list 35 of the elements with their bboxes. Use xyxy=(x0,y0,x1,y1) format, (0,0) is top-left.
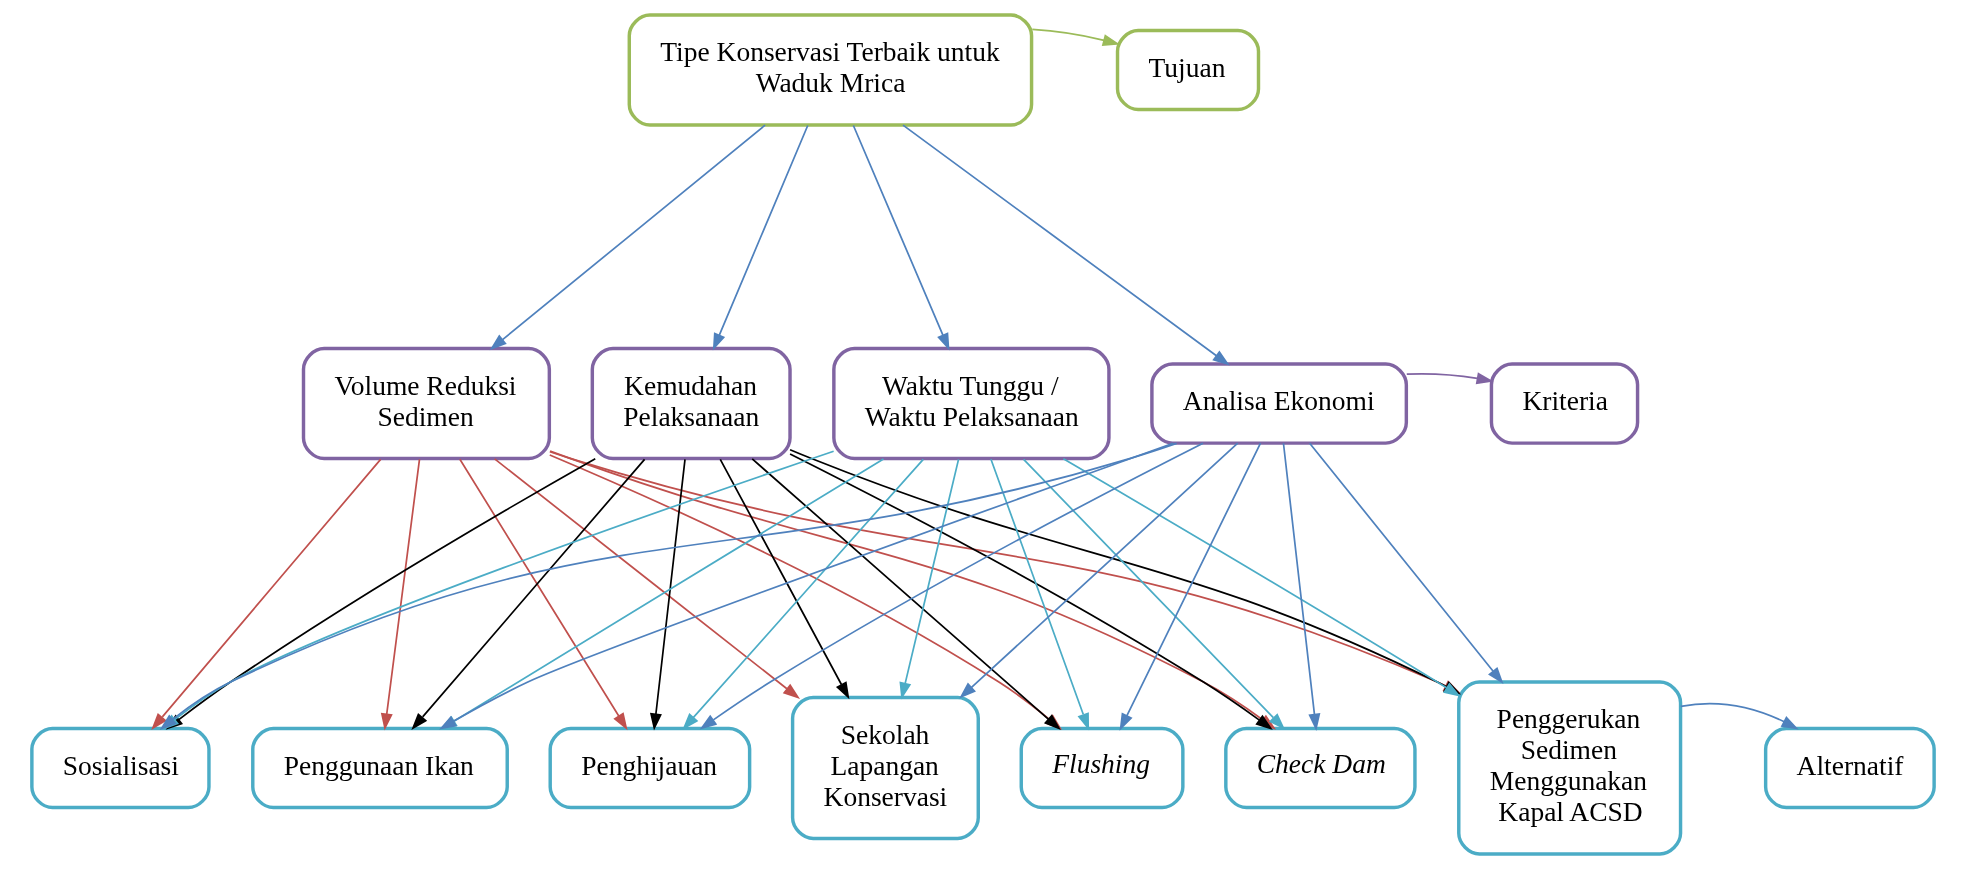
node-box: Flushing xyxy=(1019,726,1185,810)
arrow xyxy=(719,458,850,700)
node-box: Sekolah Lapangan Konservasi xyxy=(790,695,980,841)
arrow xyxy=(852,124,950,351)
arrow xyxy=(380,458,421,731)
arrow xyxy=(1679,702,1799,730)
node-box: Penghijauan xyxy=(548,726,752,810)
node-box: Penggunaan Ikan xyxy=(251,726,509,810)
node-box: Volume Reduksi Sedimen xyxy=(301,346,552,461)
arrow xyxy=(411,458,646,730)
arrow xyxy=(1031,28,1120,46)
arrow xyxy=(493,458,800,700)
node-box: Kriteria xyxy=(1489,362,1640,445)
node-box: Tujuan xyxy=(1115,28,1261,112)
arrow xyxy=(1282,442,1321,731)
arrow xyxy=(1405,372,1494,385)
node-box: Tipe Konservasi Terbaik untuk Waduk Mrica xyxy=(627,13,1034,127)
node-box: Waktu Tunggu / Waktu Pelaksanaan xyxy=(832,346,1111,461)
arrow xyxy=(489,124,766,351)
arrow xyxy=(1119,442,1262,731)
node-box: Alternatif xyxy=(1763,726,1936,810)
arrow xyxy=(439,458,885,730)
arrow xyxy=(459,458,628,731)
arrow xyxy=(899,458,960,700)
arrow xyxy=(712,124,809,351)
node-box: Sosialisasi xyxy=(30,726,211,810)
arrow xyxy=(902,124,1230,366)
node-box: Check Dam xyxy=(1224,726,1417,810)
node-box: Analisa Ekonomi xyxy=(1150,362,1409,445)
node-box: Kemudahan Pelaksanaan xyxy=(590,346,792,461)
arrow xyxy=(682,458,925,730)
arrow xyxy=(649,458,686,731)
arrow xyxy=(959,442,1239,699)
arrow xyxy=(1308,442,1504,685)
node-box: Penggerukan Sedimen Menggunakan Kapal ACSD xyxy=(1457,680,1683,856)
